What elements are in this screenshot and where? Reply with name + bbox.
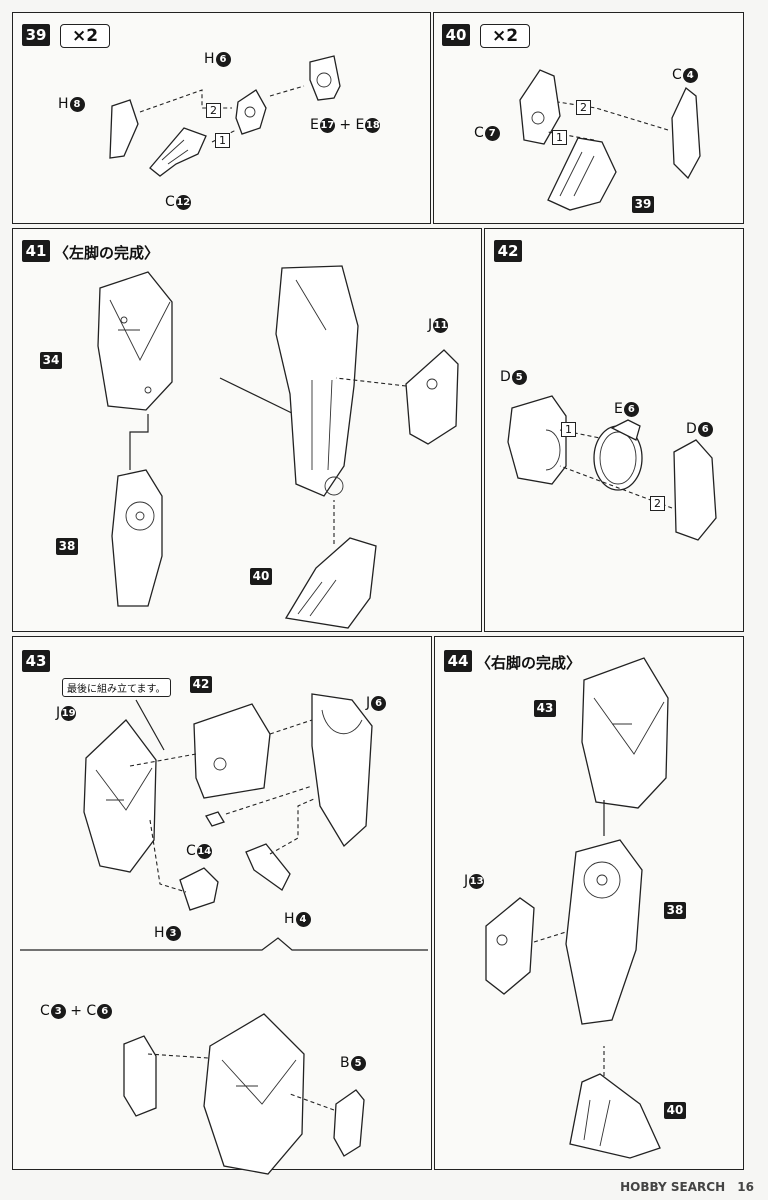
multiplier-39: ×2 [60, 24, 110, 48]
order-mark-40-1: 1 [552, 130, 567, 145]
part-40-base-drawing [547, 137, 617, 211]
step-title-41: 〈左脚の完成〉 [54, 244, 160, 262]
part-j11-drawing [405, 349, 459, 445]
page-number: 16 [737, 1180, 754, 1194]
ref-39: 39 [632, 196, 654, 213]
arrow-43-f [147, 1053, 209, 1059]
part-h3-drawing [179, 867, 219, 911]
arrow-43-c [225, 785, 313, 815]
part-c3-c6-drawing [123, 1035, 157, 1117]
part-leg-drawing [275, 265, 359, 497]
arrow-41-a [335, 377, 407, 387]
part-d5-drawing [507, 395, 567, 485]
watermark-brand: HOBBY SEARCH [620, 1180, 726, 1194]
part-shield-assembly-drawing [203, 1013, 305, 1175]
order-mark-39-2: 2 [206, 103, 221, 118]
part-j19-drawing [83, 719, 157, 873]
part-40-in-41-drawing [284, 537, 377, 629]
step-number-39: 39 [22, 24, 50, 46]
part-c12-drawing [149, 127, 207, 177]
order-mark-42-1: 1 [561, 422, 576, 437]
part-42-in-43-drawing [193, 703, 271, 799]
part-c14-drawing [205, 811, 225, 827]
arrow-43-b [269, 719, 313, 735]
ref-40-in-41: 40 [250, 568, 272, 585]
part-e17-drawing [309, 55, 341, 101]
ref-43: 43 [534, 700, 556, 717]
part-d6-drawing [673, 439, 717, 541]
part-h6-drawing [235, 89, 267, 135]
ref-42: 42 [190, 676, 212, 693]
order-mark-39-1: 1 [215, 133, 230, 148]
note-assemble-last: 最後に組み立てます。 [62, 678, 171, 697]
arrow-39-c [269, 85, 305, 97]
part-43-in-44-drawing [581, 657, 669, 809]
part-j6-drawing [311, 693, 373, 848]
step-title-44: 〈右脚の完成〉 [476, 654, 582, 672]
part-h8-drawing [109, 99, 139, 159]
part-34-drawing [97, 271, 173, 411]
ref-34: 34 [40, 352, 62, 369]
arrow-39-b [211, 129, 237, 143]
arrow-43-e [269, 797, 317, 855]
footer: HOBBY SEARCH 16 [620, 1180, 754, 1194]
step-number-40: 40 [442, 24, 470, 46]
arrow-40-a [557, 101, 669, 131]
part-j13-drawing [485, 897, 535, 995]
order-mark-40-2: 2 [576, 100, 591, 115]
multiplier-40: ×2 [480, 24, 530, 48]
arrow-44-a [533, 931, 567, 943]
ref-38-in-44: 38 [664, 902, 686, 919]
part-b5-drawing [333, 1089, 365, 1157]
part-38-in-44-drawing [565, 839, 643, 1025]
arrow-42-b [559, 465, 673, 509]
arrow-43-g [289, 1093, 335, 1111]
step-number-42: 42 [494, 240, 522, 262]
step-number-44: 44 [444, 650, 472, 672]
part-c4-drawing [671, 86, 701, 180]
order-mark-42-2: 2 [650, 496, 665, 511]
part-c7-drawing [519, 69, 561, 145]
part-40-in-44-drawing [569, 1073, 661, 1159]
ref-38: 38 [56, 538, 78, 555]
part-h4-drawing [245, 843, 291, 891]
arrow-43-d [149, 819, 187, 893]
part-38-drawing [111, 469, 163, 607]
step-number-43: 43 [22, 650, 50, 672]
step-number-41: 41 [22, 240, 50, 262]
ref-40-in-44: 40 [664, 1102, 686, 1119]
panel-step-41 [12, 228, 482, 632]
